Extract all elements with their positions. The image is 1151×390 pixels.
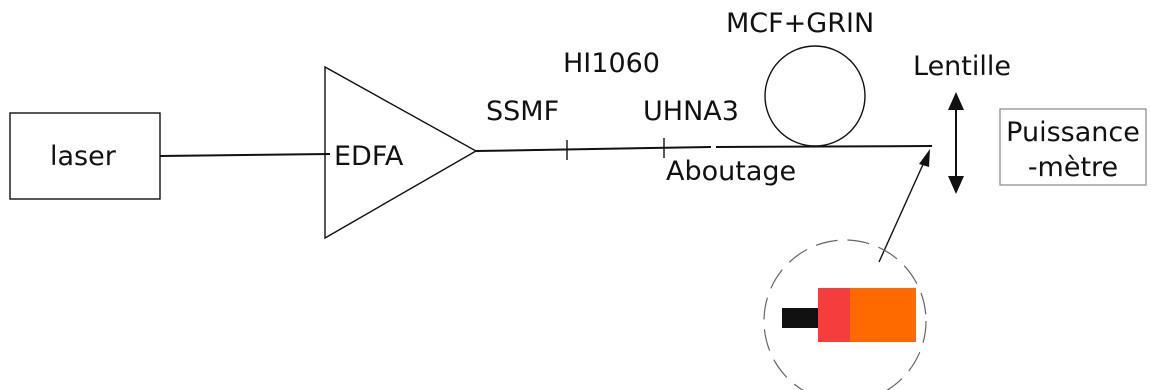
coil-circle	[764, 45, 866, 147]
power-meter-box	[999, 108, 1147, 186]
uhna3-label: UHNA3	[643, 96, 739, 127]
laser-to-edfa-fiber	[159, 153, 331, 157]
connector-inset	[763, 239, 927, 390]
laser-block: laser	[9, 112, 161, 200]
lens: Lentille	[913, 51, 1011, 194]
lens-label: Lentille	[913, 51, 1011, 82]
connector-orange-body	[850, 288, 916, 342]
edfa-label: EDFA	[334, 141, 404, 172]
power-meter-label-line2: -mètre	[1028, 152, 1118, 183]
main-fiber-segment-2	[715, 145, 933, 148]
coil-label: MCF+GRIN	[726, 8, 874, 39]
fiber-coil: MCF+GRIN	[726, 8, 874, 147]
inset-pointer-arrow	[878, 149, 930, 263]
power-meter: Puissance -mètre	[999, 108, 1147, 186]
main-fiber-segment-1	[475, 146, 712, 152]
edfa-amplifier: EDFA	[324, 65, 478, 240]
hi1060-label: HI1060	[563, 48, 660, 79]
inset-dashed-circle	[763, 239, 927, 390]
ssmf-label: SSMF	[486, 96, 559, 127]
power-meter-label-line1: Puissance	[1006, 117, 1140, 148]
connector-red-body	[818, 288, 850, 342]
splice-label: Aboutage	[666, 156, 796, 187]
lens-arrow-up	[948, 92, 964, 110]
inset-pointer-line	[878, 159, 926, 263]
inset-pointer-arrowhead	[919, 149, 930, 167]
laser-label: laser	[50, 141, 117, 172]
edfa-triangle	[324, 65, 478, 240]
connector-ferrule	[782, 308, 819, 328]
lens-arrow-down	[948, 176, 964, 194]
